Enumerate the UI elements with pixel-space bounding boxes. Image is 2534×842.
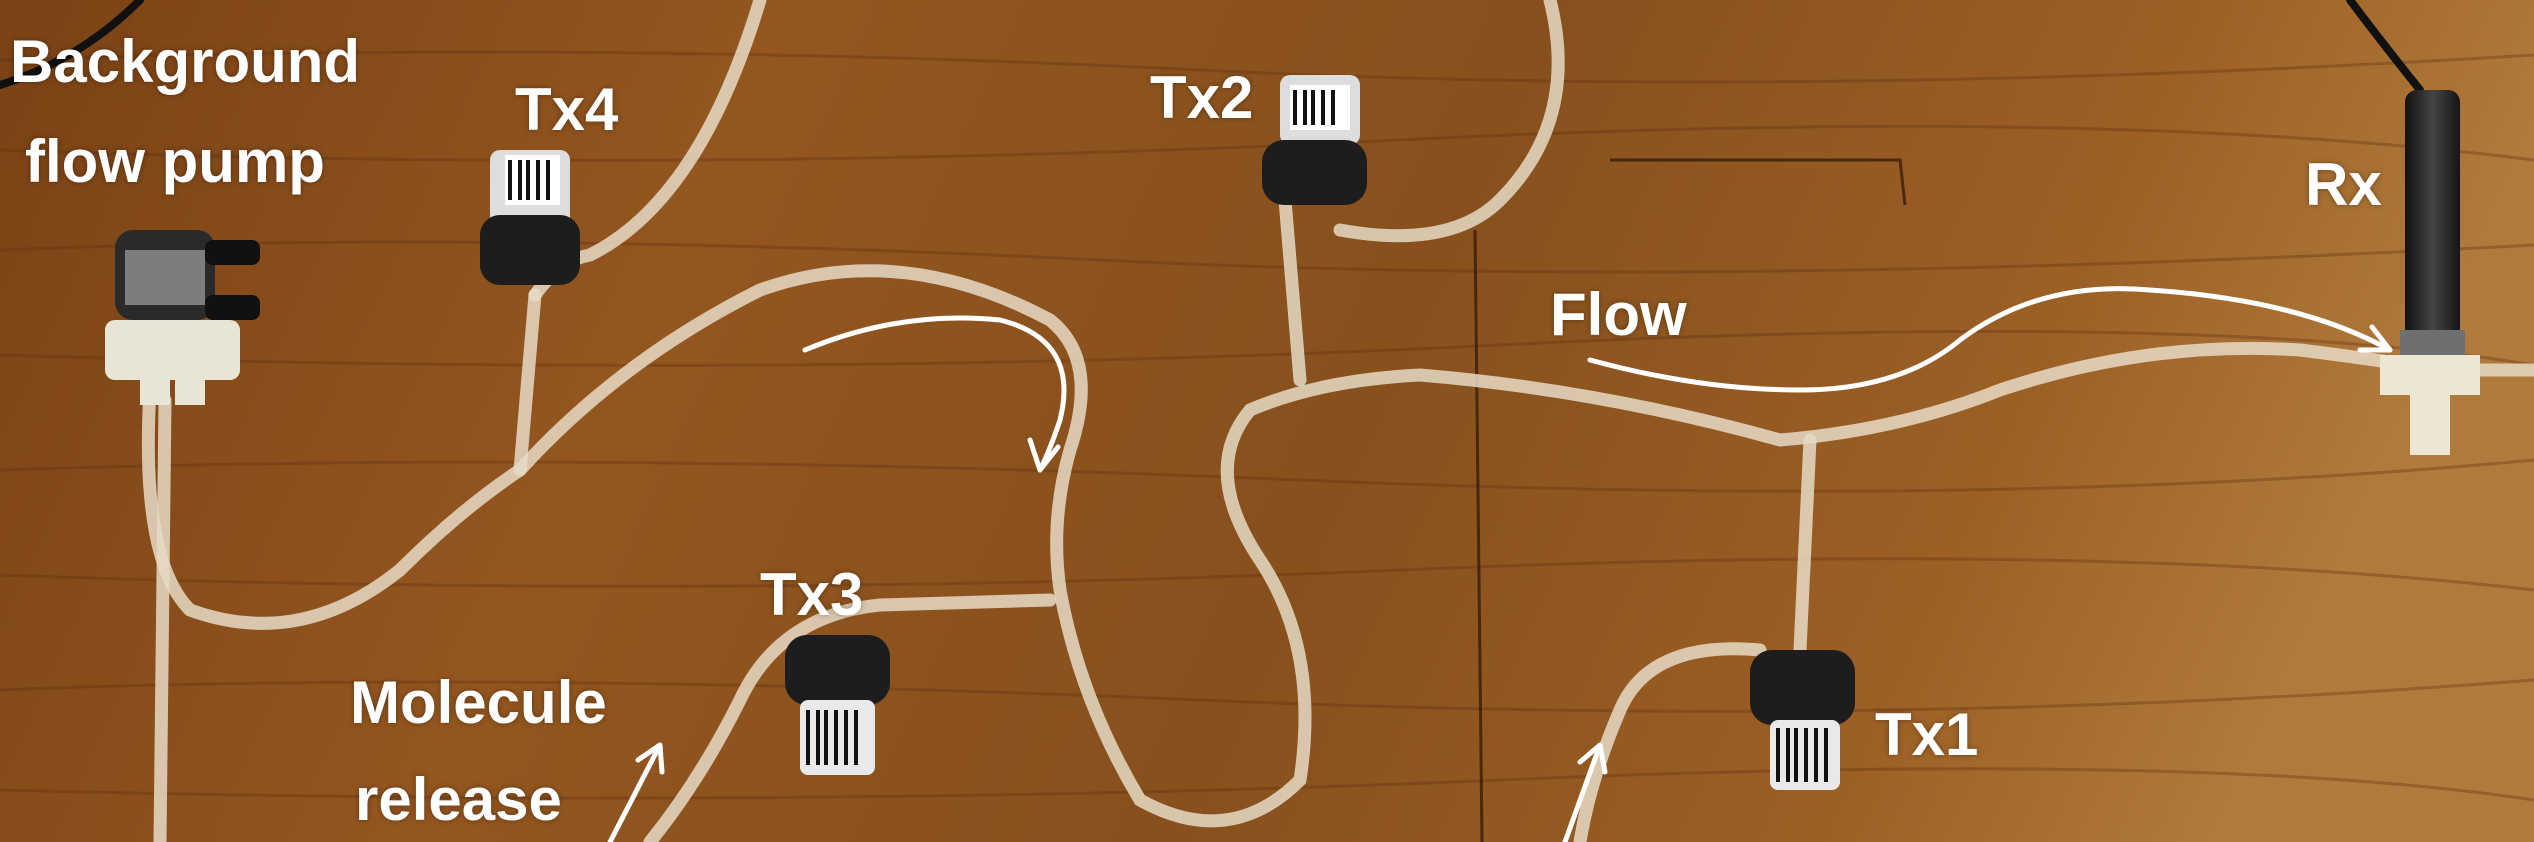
tx4-pump: [480, 150, 580, 285]
tx2-label: Tx2: [1150, 64, 1254, 131]
main-flow-arrow: [1587, 286, 2393, 393]
flow-label: Flow: [1550, 281, 1687, 348]
rx-label: Rx: [2305, 151, 2382, 218]
molecule-release-label-line1: Molecule: [350, 669, 607, 736]
power-cables: [0, 0, 2424, 94]
tx3-release-arrow: [607, 742, 663, 842]
tx3-pump: [785, 635, 890, 775]
tx2-tx4-flow-arrow: [802, 315, 1067, 473]
annotation-arrows: [607, 286, 2393, 842]
tx3-label: Tx3: [760, 561, 864, 628]
background-pump-label-line1: Background: [10, 28, 361, 95]
table-seams: [1473, 158, 1907, 842]
tx1-pump: [1750, 650, 1855, 790]
background-pump-label-line2: flow pump: [25, 128, 325, 195]
tx1-release-arrow: [1562, 742, 1603, 842]
molecule-release-label-line2: release: [355, 766, 562, 833]
tx4-label: Tx4: [515, 76, 619, 143]
background-flow-pump: [105, 230, 260, 405]
wood-grain: [0, 50, 2534, 802]
tx1-label: Tx1: [1875, 701, 1979, 768]
tx2-pump: [1262, 75, 1367, 205]
rx-sensor: [2380, 90, 2480, 455]
